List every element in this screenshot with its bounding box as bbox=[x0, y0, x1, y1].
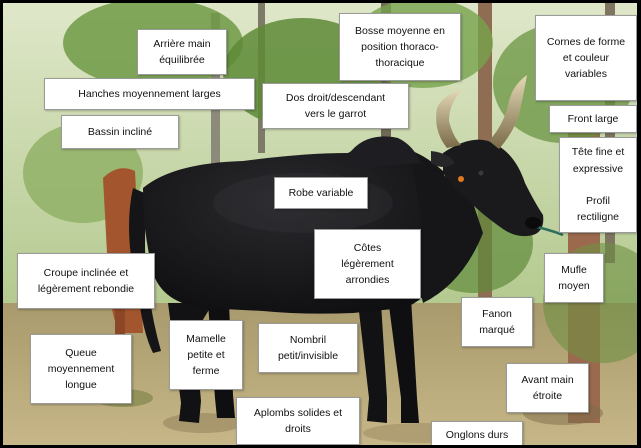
label-cornes: Cornes de forme et couleur variables bbox=[535, 15, 637, 101]
label-arriere-main: Arrière main équilibrée bbox=[137, 29, 227, 75]
label-bosse: Bosse moyenne en position thoraco- thora… bbox=[339, 13, 461, 81]
label-tete-profil: Tête fine et expressive Profil rectilign… bbox=[559, 137, 637, 233]
label-onglons: Onglons durs bbox=[431, 421, 523, 445]
label-front: Front large bbox=[549, 105, 637, 133]
label-aplombs: Aplombs solides et droits bbox=[236, 397, 360, 445]
label-bassin: Bassin incliné bbox=[61, 115, 179, 149]
label-croupe: Croupe inclinée et légèrement rebondie bbox=[17, 253, 155, 309]
cattle-front-legs bbox=[358, 303, 387, 423]
label-queue: Queue moyennement longue bbox=[30, 334, 132, 404]
label-nombril: Nombril petit/invisible bbox=[258, 323, 358, 373]
label-fanon: Fanon marqué bbox=[461, 297, 533, 347]
label-mamelle: Mamelle petite et ferme bbox=[169, 320, 243, 390]
label-robe: Robe variable bbox=[274, 177, 368, 209]
label-hanches: Hanches moyennement larges bbox=[44, 78, 255, 110]
label-dos: Dos droit/descendant vers le garrot bbox=[262, 83, 409, 129]
cattle-hump bbox=[348, 136, 421, 168]
label-cotes: Côtes légèrement arrondies bbox=[314, 229, 421, 299]
cattle-head bbox=[443, 139, 544, 237]
label-avant-main: Avant main étroite bbox=[506, 363, 589, 413]
left-horn bbox=[436, 89, 463, 148]
label-mufle: Mufle moyen bbox=[544, 253, 604, 303]
right-horn bbox=[489, 75, 527, 149]
ear-tag bbox=[458, 176, 464, 182]
